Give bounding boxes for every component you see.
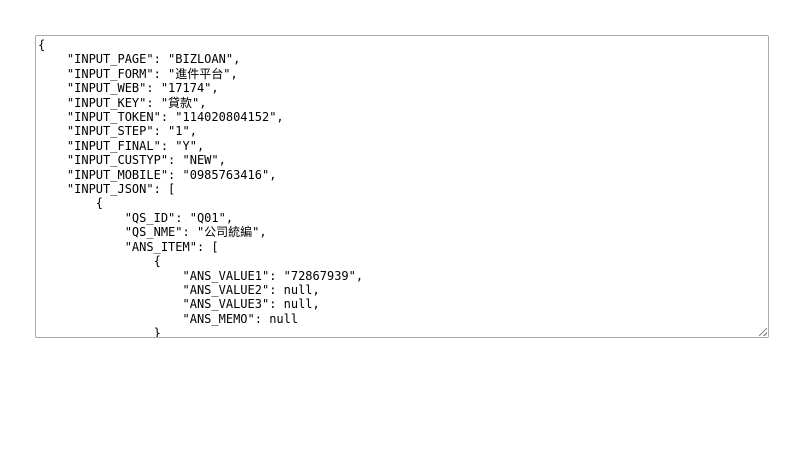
json-textarea-content[interactable]: { "INPUT_PAGE": "BIZLOAN", "INPUT_FORM":… (38, 38, 364, 338)
json-textarea[interactable]: { "INPUT_PAGE": "BIZLOAN", "INPUT_FORM":… (35, 35, 769, 338)
resize-handle[interactable] (759, 328, 767, 336)
